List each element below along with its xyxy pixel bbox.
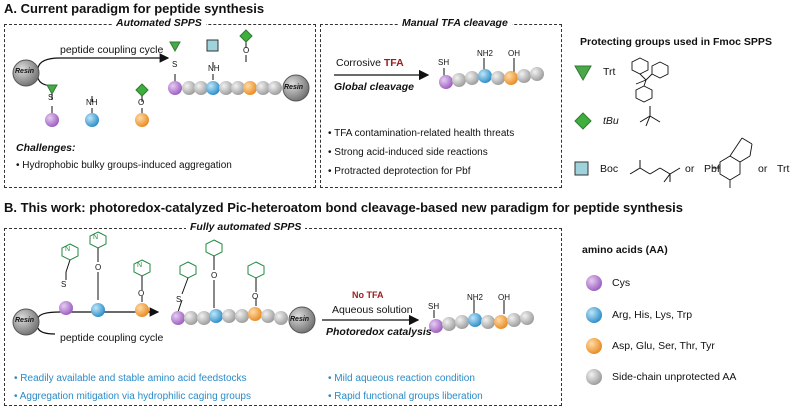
- global-cleavage-label: Global cleavage: [334, 81, 414, 93]
- corrosive-tfa-label: Corrosive TFA: [336, 57, 404, 69]
- boc-label: Boc: [600, 163, 619, 175]
- manual-tfa-box: [320, 24, 562, 188]
- or-label-2: or: [758, 163, 768, 175]
- atom-n-b2: N: [93, 234, 99, 241]
- legend-ball-basic: [586, 307, 602, 323]
- aa-acidic-a: [135, 113, 149, 127]
- atom-nh-chain-a: NH: [208, 64, 220, 73]
- no-tfa-label: No TFA: [352, 290, 384, 300]
- atom-o-chain-b: O: [211, 271, 218, 280]
- aa-cys-b: [59, 301, 73, 315]
- atom-oh-a: OH: [508, 49, 520, 58]
- atom-o-chain-b2: O: [252, 292, 259, 301]
- free-peptide-b: [429, 300, 534, 333]
- aa-acidic-b: [135, 303, 149, 317]
- benefit-left-1: • Readily available and stable amino aci…: [14, 373, 247, 384]
- boc-square-chain-a: [206, 39, 219, 52]
- atom-o-b1: O: [95, 263, 102, 272]
- fully-automated-tab: Fully automated SPPS: [186, 221, 306, 233]
- tbu-diamond-icon: [574, 112, 592, 130]
- trt-triangle-icon: [574, 65, 592, 82]
- trt-label: Trt: [603, 66, 616, 78]
- atom-s-b1: S: [61, 280, 67, 289]
- manual-bullet-1: • TFA contamination-related health threa…: [328, 128, 515, 139]
- manual-bullet-2: • Strong acid-induced side reactions: [328, 147, 488, 158]
- resin-label-chain-b: Resin: [290, 316, 310, 323]
- legend-unprotected: Side-chain unprotected AA: [612, 371, 737, 383]
- resin-bead-b: [12, 308, 40, 336]
- challenges-title: Challenges:: [16, 142, 76, 154]
- resin-label-chain-a: Resin: [284, 84, 304, 91]
- resin-label-b: Resin: [15, 317, 35, 324]
- tbu-label: tBu: [603, 115, 619, 127]
- atom-o-a1: O: [138, 98, 145, 107]
- pic-amino-acids-b: [61, 231, 151, 302]
- aa-basic-a: [85, 113, 99, 127]
- legend-ball-acidic: [586, 338, 602, 354]
- legend-acidic: Asp, Glu, Ser, Thr, Tyr: [612, 340, 715, 352]
- tbu-structure: [639, 106, 661, 127]
- atom-o-b2: O: [138, 289, 145, 298]
- aa-basic-b: [91, 303, 105, 317]
- atom-sh-a: SH: [438, 58, 450, 67]
- resin-bead-a: [12, 59, 40, 87]
- legend-ball-unprotected: [586, 369, 602, 385]
- legend-cys: Cys: [612, 277, 631, 289]
- resin-label-a: Resin: [15, 68, 35, 75]
- atom-n-b1: N: [65, 246, 71, 253]
- section-b-title: B. This work: photoredox-catalyzed Pic-h…: [4, 200, 684, 215]
- atom-s-chain-b: S: [176, 295, 182, 304]
- benefit-right-1: • Mild aqueous reaction condition: [328, 373, 475, 384]
- photoredox-label: Photoredox catalysis: [326, 326, 432, 338]
- protecting-groups-title: Protecting groups used in Fmoc SPPS: [580, 36, 772, 48]
- atom-nh2-b: NH2: [467, 293, 484, 302]
- legend-ball-cys: [586, 275, 602, 291]
- cycle-label-a: peptide coupling cycle: [60, 44, 164, 56]
- cycle-label-b: peptide coupling cycle: [60, 332, 164, 344]
- boc-square-icon: [574, 161, 589, 176]
- manual-tfa-tab: Manual TFA cleavage: [398, 17, 512, 29]
- benefit-left-2: • Aggregation mitigation via hydrophilic…: [14, 391, 251, 402]
- boc-structure: [629, 160, 681, 183]
- atom-o-chain-a: O: [243, 46, 250, 55]
- atom-nh2-a: NH2: [477, 49, 494, 58]
- peptide-chain-b: [171, 239, 316, 334]
- atom-s-a1: S: [48, 93, 54, 102]
- trt-structure: [631, 57, 669, 103]
- atom-nh-a1: NH: [86, 98, 98, 107]
- atom-s-chain-a: S: [172, 60, 178, 69]
- trt-triangle-chain-a: [169, 41, 181, 53]
- protected-amino-acids-a: [46, 83, 149, 113]
- amino-acids-title: amino acids (AA): [582, 244, 668, 256]
- or-label-1: or: [685, 163, 695, 175]
- tbu-diamond-chain-a: [239, 29, 253, 43]
- peptide-chain-a: [168, 29, 310, 102]
- challenge-item: • Hydrophobic bulky groups-induced aggre…: [16, 160, 232, 171]
- atom-n-b3: N: [137, 262, 143, 269]
- cycle-arrow-b: [37, 307, 160, 335]
- aqueous-label: Aqueous solution: [332, 304, 413, 316]
- resin-bead-chain-b: [288, 306, 316, 334]
- free-peptide-a: [439, 58, 544, 89]
- manual-bullet-3: • Protracted deprotection for Pbf: [328, 166, 471, 177]
- pbf-label: Pbf: [704, 163, 720, 175]
- atom-oh-b: OH: [498, 293, 510, 302]
- automated-spps-tab: Automated SPPS: [112, 17, 206, 29]
- trt-label-2: Trt: [777, 163, 790, 175]
- aa-cys-a: [45, 113, 59, 127]
- section-a-title: A. Current paradigm for peptide synthesi…: [4, 1, 265, 16]
- pbf-structure: [712, 137, 753, 188]
- benefit-right-2: • Rapid functional groups liberation: [328, 391, 483, 402]
- atom-sh-b: SH: [428, 302, 440, 311]
- resin-bead-chain-a: [282, 74, 310, 102]
- legend-basic: Arg, His, Lys, Trp: [612, 309, 693, 321]
